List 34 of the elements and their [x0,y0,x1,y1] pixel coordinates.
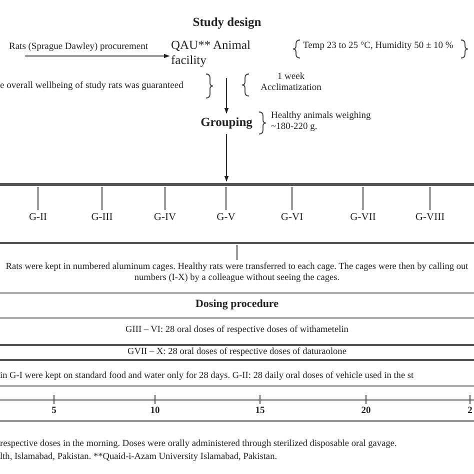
note-text: Rats were kept in numbered aluminum cages. Healthy rats were transferred to each cage. The cages were then by calling out numbers (I-X) by a colleague without seeing the cages. [4,262,470,284]
group-label: G-VI [280,212,304,225]
connector-line [164,186,166,210]
node-note: Healthy animals weighing ~180-220 g. [271,111,372,134]
connector-line [362,186,364,210]
connector-line [236,244,238,260]
edge-label: Rats (Sprague Dawley) procurement [9,42,148,54]
tick-label: 5 [50,406,58,418]
footnote-text: lth, Islamabad, Pakistan. **Quaid-i-Azam University Islamabad, Pakistan. [0,452,278,464]
group-label: G-III [90,212,114,225]
dosing-text: in G-I were kept on standard food and water only for 28 days. G-II: 28 daily oral doses of vehicle used in the st [0,371,415,382]
tick-label: 15 [254,406,266,418]
arrow [224,78,229,114]
group-label: G-VIII [414,212,446,225]
group-label: G-VII [349,212,377,225]
footnote-text: respective doses in the morning. Doses were orally administered through sterilized disposable oral gavage. [0,439,398,450]
condition-note: Temp 23 to 25 °C, Humidity 50 ± 10 % [303,41,454,52]
diagram-title: Study design [192,15,262,30]
note-text: e overall wellbeing of study rats was guaranteed [0,81,184,92]
bracket-bar [0,183,474,186]
section-heading: Dosing procedure [194,298,280,312]
tick-label: 20 [360,406,372,418]
group-label: G-IV [152,212,178,225]
stage-text: QAU** Animal facility [171,38,252,68]
stage-heading: Grouping [200,115,254,130]
tick-label: 10 [149,406,161,418]
dosing-text: GVII – X: 28 oral doses of respective doses of daturaolone [126,347,348,358]
arrow [224,134,229,182]
group-label: G-V [216,212,236,225]
arrow [24,54,170,58]
dosing-text: GIII – VI: 28 oral doses of respective doses of withametelin [124,325,350,336]
group-label: G-II [28,212,48,225]
duration-note: 1 week Acclimatization [260,72,322,95]
tick-label: 2 [466,406,474,418]
